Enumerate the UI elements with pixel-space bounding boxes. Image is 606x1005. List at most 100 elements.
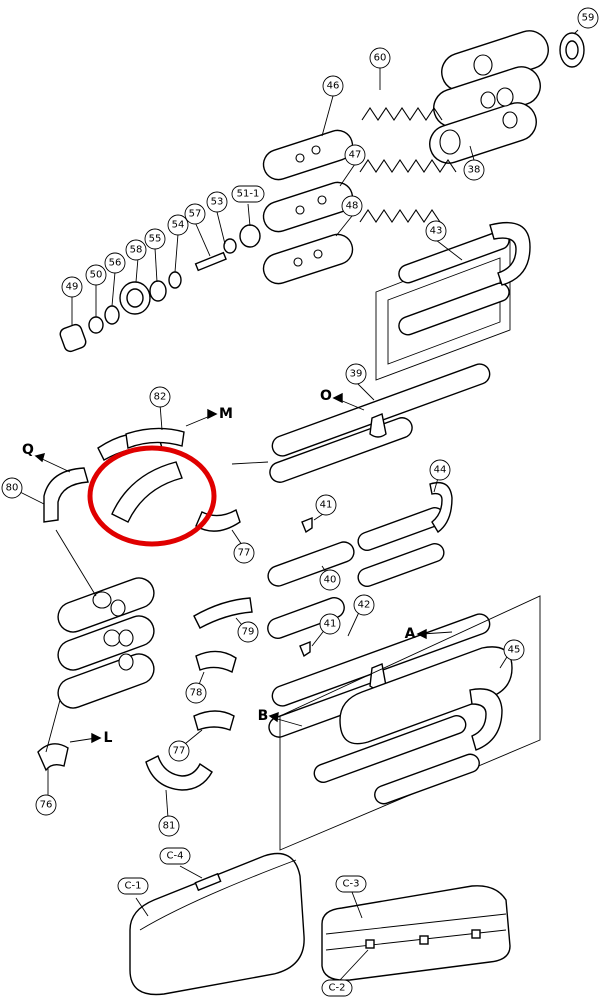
callout-40: 40: [319, 569, 341, 591]
svg-text:59: 59: [582, 13, 595, 24]
letter-o: O: [320, 388, 332, 404]
callout-44: 44: [429, 459, 451, 481]
svg-text:40: 40: [324, 575, 337, 586]
svg-text:53: 53: [211, 197, 224, 208]
svg-text:54: 54: [172, 220, 185, 231]
callout-77-lower: 77: [168, 740, 190, 762]
letter-m: M: [219, 406, 233, 422]
svg-text:77: 77: [238, 548, 251, 559]
svg-text:47: 47: [349, 150, 362, 161]
hard-case-right: [321, 885, 511, 981]
svg-text:80: 80: [6, 483, 19, 494]
callout-42: 42: [353, 594, 375, 616]
bend-78: [195, 650, 237, 674]
svg-text:57: 57: [189, 209, 202, 220]
callout-79: 79: [237, 621, 259, 643]
callout-49: 49: [61, 276, 83, 298]
svg-text:39: 39: [350, 369, 363, 380]
svg-text:79: 79: [242, 627, 255, 638]
callout-56: 56: [104, 252, 126, 274]
case-label-c3: C-3: [335, 875, 367, 893]
svg-text:76: 76: [40, 800, 53, 811]
tube-40: [267, 541, 355, 639]
screw-41-lower: [299, 640, 311, 658]
svg-text:C-2: C-2: [329, 983, 346, 994]
svg-text:44: 44: [434, 465, 447, 476]
valve-cap-59: [559, 32, 585, 68]
slide-45: [279, 595, 541, 851]
valve-casing-38: [429, 30, 549, 164]
callout-60: 60: [369, 47, 391, 69]
callout-54: 54: [167, 214, 189, 236]
svg-text:43: 43: [430, 226, 443, 237]
valve-block: [57, 577, 155, 709]
callout-57: 57: [184, 203, 206, 225]
svg-text:60: 60: [374, 53, 387, 64]
bend-80: [43, 467, 89, 523]
highlight-circle: [87, 445, 217, 547]
callout-59: 59: [577, 7, 599, 29]
callout-77-upper: 77: [233, 542, 255, 564]
svg-text:58: 58: [130, 245, 143, 256]
callout-41-upper: 41: [315, 494, 337, 516]
case-label-c2: C-2: [321, 979, 353, 997]
svg-text:C-3: C-3: [343, 879, 360, 890]
callout-43: 43: [425, 220, 447, 242]
svg-text:C-1: C-1: [125, 881, 142, 892]
svg-text:51-1: 51-1: [237, 189, 260, 200]
callout-53: 53: [206, 191, 228, 213]
callout-46: 46: [322, 75, 344, 97]
svg-text:41: 41: [324, 619, 337, 630]
hard-case-left: [129, 852, 305, 996]
bend-76: [37, 743, 69, 772]
svg-text:42: 42: [358, 600, 371, 611]
screw-41-upper: [301, 516, 313, 534]
callout-45: 45: [503, 639, 525, 661]
crook-82: [97, 427, 185, 461]
svg-text:55: 55: [149, 234, 162, 245]
svg-text:56: 56: [109, 258, 122, 269]
svg-text:82: 82: [154, 392, 167, 403]
svg-text:49: 49: [66, 282, 79, 293]
finger-button-parts: [59, 224, 261, 353]
callout-38: 38: [463, 159, 485, 181]
case-label-c1: C-1: [117, 877, 149, 895]
callout-55: 55: [144, 228, 166, 250]
svg-text:77: 77: [173, 746, 186, 757]
callout-41-lower: 41: [319, 613, 341, 635]
svg-text:81: 81: [163, 821, 176, 832]
callout-58: 58: [125, 239, 147, 261]
svg-text:48: 48: [346, 201, 359, 212]
svg-text:C-4: C-4: [167, 851, 184, 862]
pistons-46-47-48: [262, 129, 354, 285]
svg-text:46: 46: [327, 81, 340, 92]
letter-q: Q: [22, 442, 34, 458]
callout-76: 76: [35, 794, 57, 816]
svg-text:38: 38: [468, 165, 481, 176]
slide-44: [357, 481, 453, 588]
callout-82: 82: [149, 386, 171, 408]
svg-text:45: 45: [508, 645, 521, 656]
svg-text:41: 41: [320, 500, 333, 511]
callout-78: 78: [185, 682, 207, 704]
letter-a: A: [405, 626, 416, 642]
svg-text:50: 50: [90, 270, 103, 281]
highlighted-bend: [111, 461, 183, 523]
springs-60: [359, 107, 457, 223]
callout-47: 47: [344, 144, 366, 166]
svg-text:78: 78: [190, 688, 203, 699]
slide-43: [375, 221, 531, 381]
letter-b: B: [258, 708, 269, 724]
callout-80: 80: [1, 477, 23, 499]
bend-79: [193, 597, 253, 629]
letter-l: L: [104, 730, 113, 746]
callout-81: 81: [158, 815, 180, 837]
callout-50: 50: [85, 264, 107, 286]
tube-39: [269, 363, 491, 483]
case-label-c4: C-4: [159, 847, 191, 865]
bend-77-lower: [193, 710, 235, 731]
callout-51-1: 51-1: [231, 185, 265, 203]
callout-48: 48: [341, 195, 363, 217]
bend-81: [145, 755, 213, 791]
